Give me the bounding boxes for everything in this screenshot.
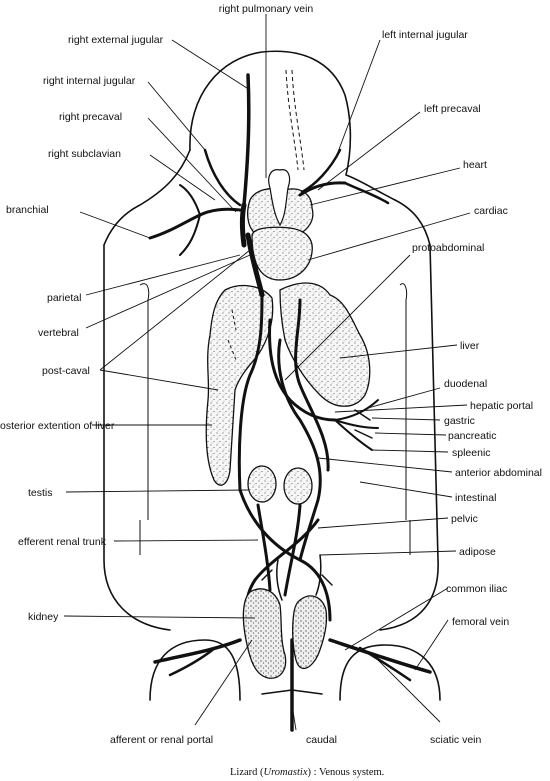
label-spleenic: spleenic: [452, 447, 491, 459]
label-pancreatic: pancreatic: [448, 430, 496, 442]
label-branchial: branchial: [6, 204, 49, 216]
label-intestinal: intestinal: [455, 492, 496, 504]
body-outline: [103, 50, 441, 701]
label-post-caval: post-caval: [42, 365, 90, 377]
label-sciatic-vein: sciatic vein: [430, 734, 482, 746]
label-testis: testis: [28, 487, 53, 499]
label-right-internal-jugular: right internal jugular: [43, 75, 136, 87]
label-duodenal: duodenal: [444, 378, 487, 390]
label-right-external-jugular: right external jugular: [68, 34, 164, 46]
label-left-precaval: left precaval: [424, 103, 481, 115]
label-vertebral: vertebral: [38, 327, 79, 339]
liver: [205, 282, 371, 486]
label-gastric: gastric: [444, 415, 475, 427]
label-efferent-renal-trunk: efferent renal trunk: [18, 536, 107, 548]
label-parietal: parietal: [47, 292, 81, 304]
label-posterior-extension-of-liver: osterior extention of liver: [0, 420, 115, 432]
label-right-precaval: right precaval: [59, 111, 122, 123]
testes: [247, 465, 313, 505]
label-anterior-abdominal: anterior abdominal: [455, 467, 542, 479]
veins: [148, 73, 432, 732]
dashed-lines: [285, 69, 305, 171]
label-right-subclavian: right subclavian: [48, 148, 121, 160]
label-afferent-or-renal-portal: afferent or renal portal: [110, 734, 213, 746]
label-caudal: caudal: [306, 734, 337, 746]
label-cardiac: cardiac: [474, 205, 508, 217]
label-right-pulmonary-vein: right pulmonary vein: [219, 3, 314, 15]
label-pelvic: pelvic: [451, 513, 478, 525]
figure-caption: Lizard (Uromastix) : Venous system.: [230, 767, 384, 778]
label-adipose: adipose: [459, 546, 496, 558]
label-protoabdominal: protoabdominal: [412, 242, 484, 254]
label-femoral-vein: femoral vein: [452, 616, 509, 628]
kidneys: [242, 588, 328, 679]
label-common-iliac: common iliac: [446, 583, 507, 595]
label-liver: liver: [460, 340, 480, 352]
label-hepatic-portal: hepatic portal: [470, 400, 533, 412]
label-kidney: kidney: [28, 611, 59, 623]
labels: right pulmonary vein right external jugu…: [0, 3, 542, 746]
heart: [247, 169, 314, 281]
label-heart: heart: [463, 159, 487, 171]
leader-lines: [63, 14, 471, 731]
label-left-internal-jugular: left internal jugular: [382, 29, 468, 41]
